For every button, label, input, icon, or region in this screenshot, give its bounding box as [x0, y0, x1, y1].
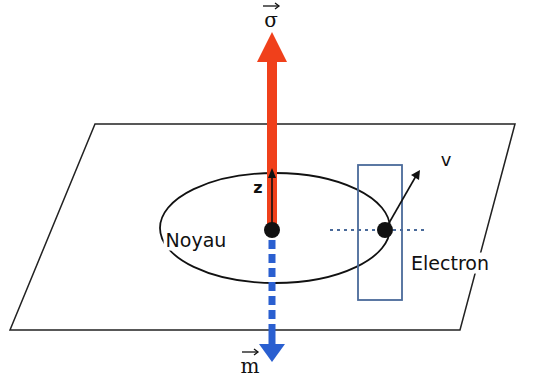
velocity-arrowhead	[411, 170, 420, 180]
moment-symbol: m	[241, 355, 260, 377]
vector-sign	[263, 5, 279, 6]
spin-arrowhead	[257, 32, 287, 62]
electron-label: Electron	[409, 253, 491, 274]
nucleus-dot	[264, 222, 280, 238]
spin-shaft	[267, 60, 277, 230]
axis-label: z	[253, 179, 262, 197]
velocity-arrow	[385, 176, 416, 230]
moment-dashed	[269, 240, 276, 330]
orbit-plane	[10, 124, 515, 330]
z-arrowhead	[268, 168, 276, 178]
electron-frame	[358, 165, 402, 300]
vector-sign	[242, 351, 258, 352]
nucleus-label: Noyau	[164, 230, 229, 251]
spin-symbol: σ	[264, 9, 278, 31]
moment-arrowhead	[259, 344, 285, 362]
moment-shaft	[269, 330, 276, 346]
velocity-label: v	[441, 150, 452, 170]
z-axis	[271, 176, 273, 224]
